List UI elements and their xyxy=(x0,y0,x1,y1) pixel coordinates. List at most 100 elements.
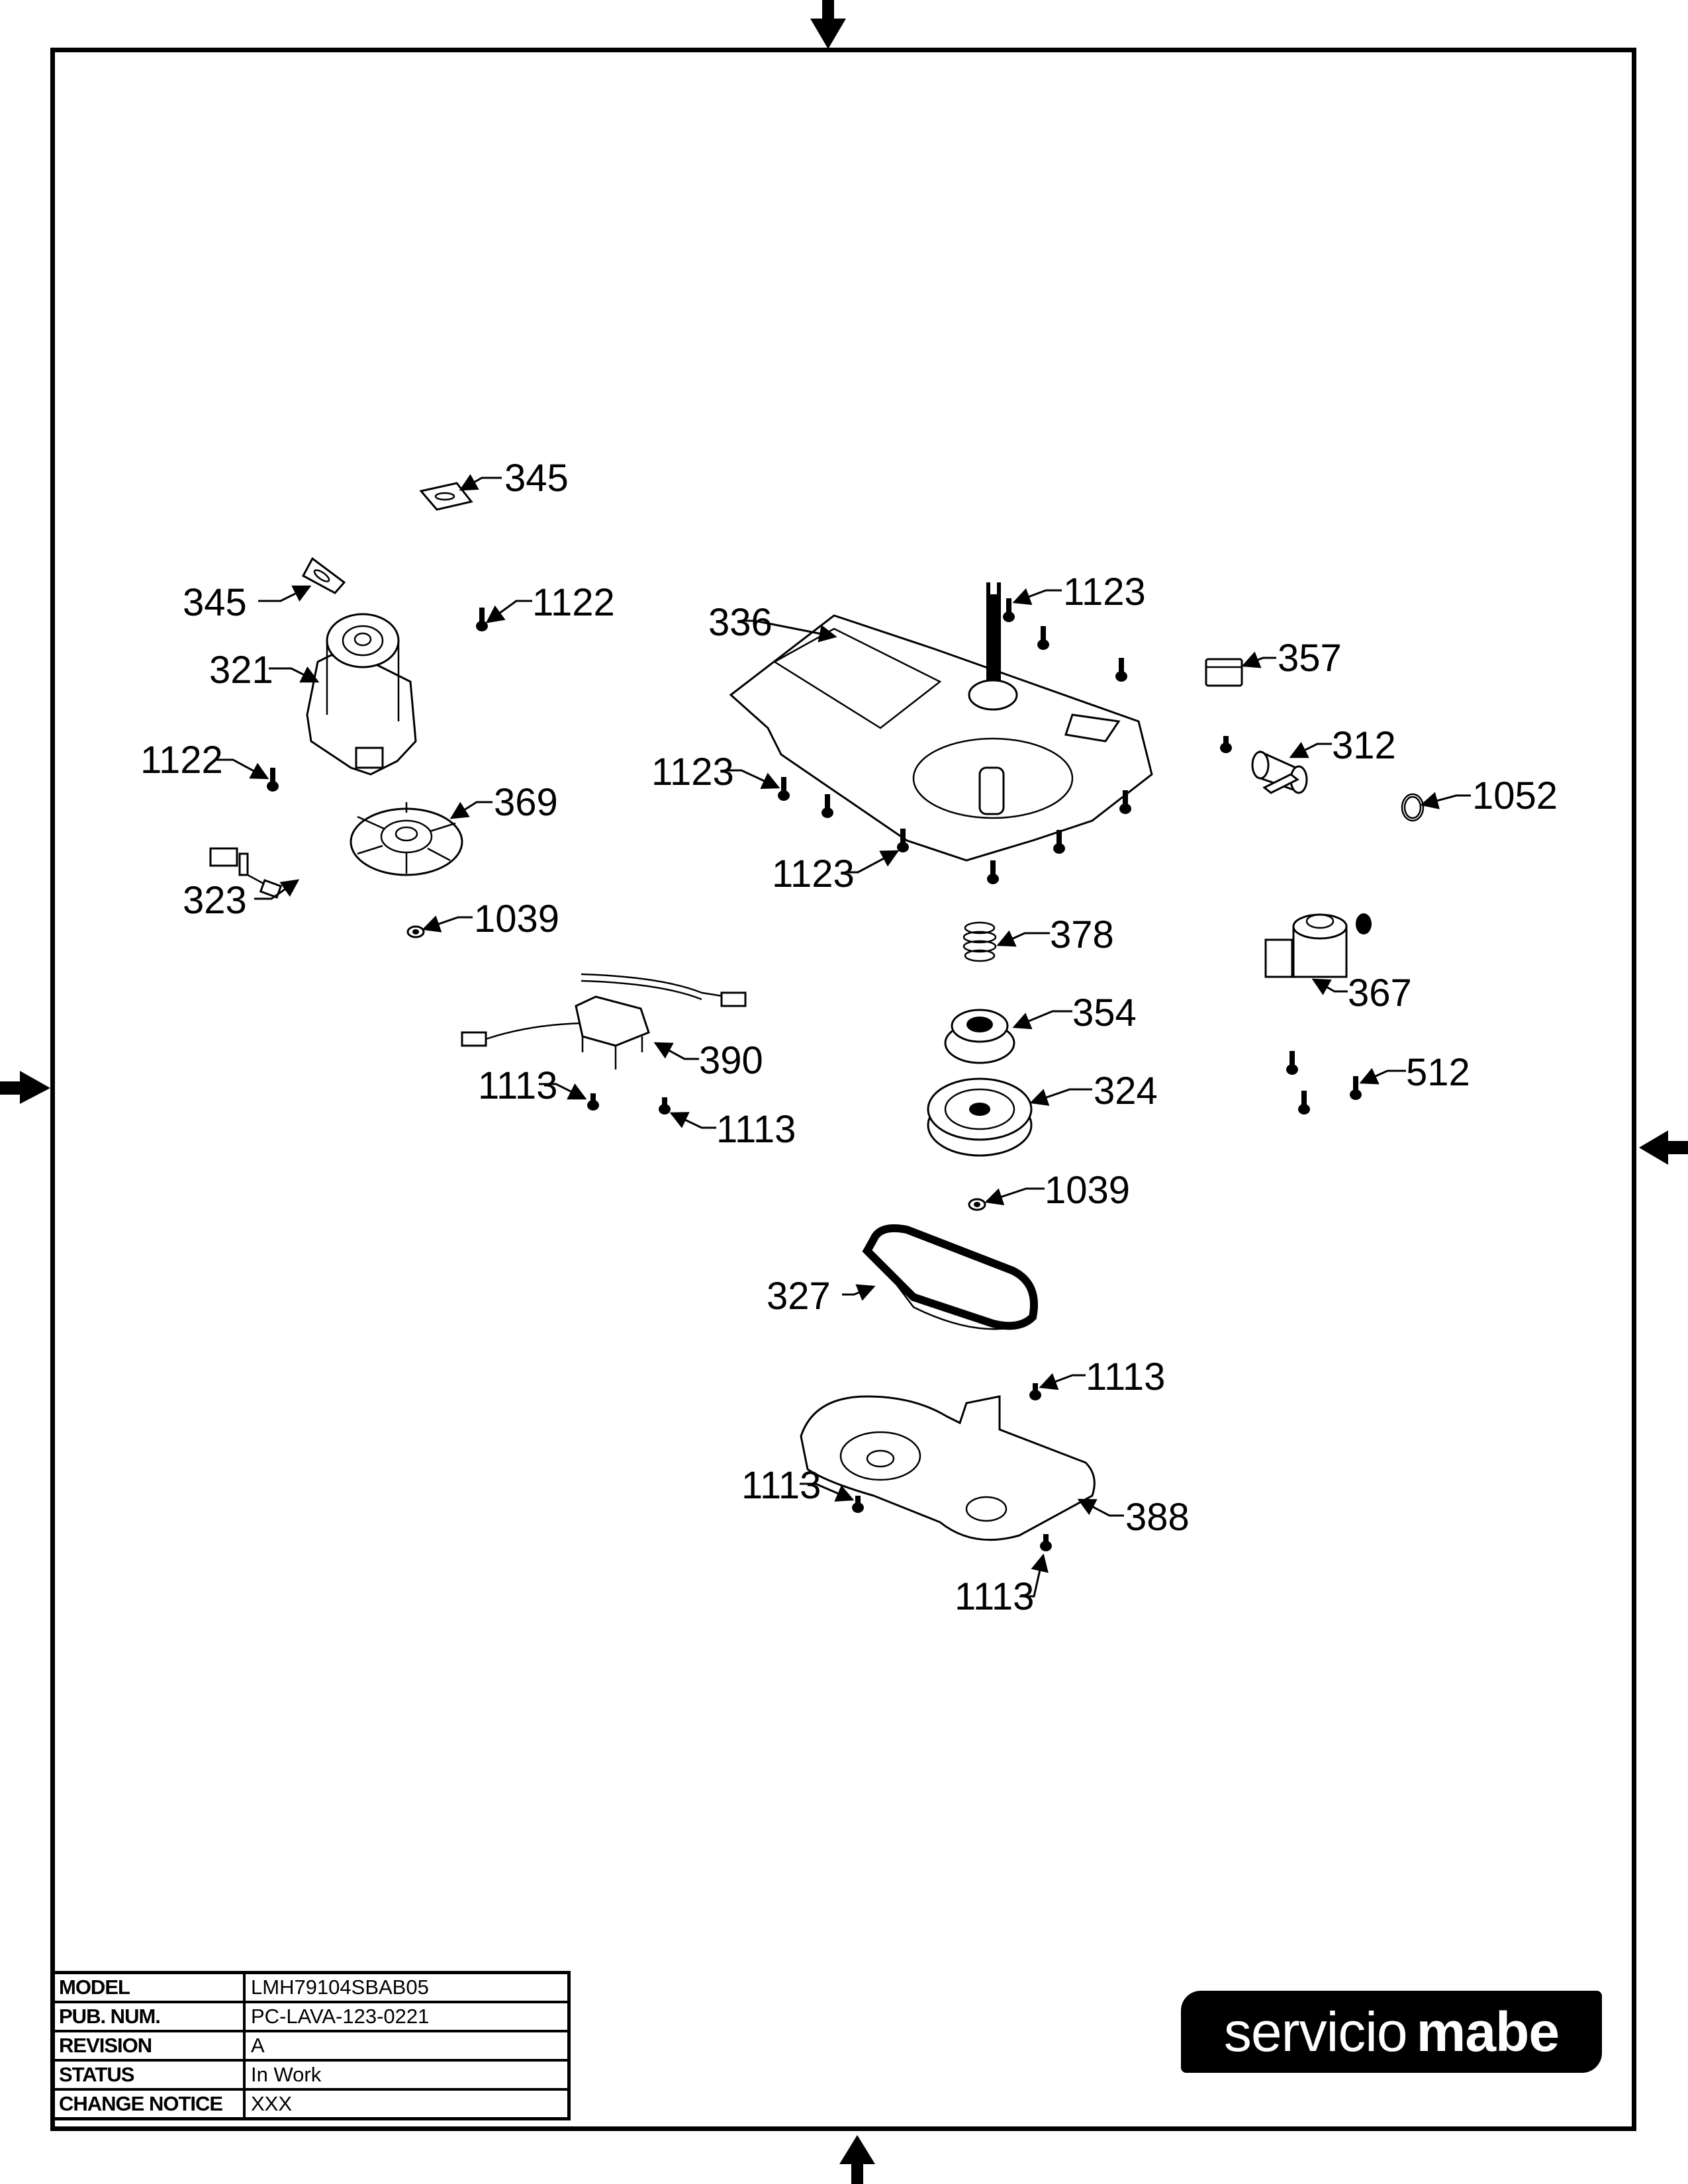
pubnum-value: PC-LAVA-123-0221 xyxy=(243,2001,571,2032)
callout-label: 323 xyxy=(183,879,247,922)
arrow-left-icon xyxy=(1639,1130,1688,1165)
title-key: CHANGE NOTICE xyxy=(50,2088,246,2120)
screw-1113 xyxy=(587,1093,599,1111)
screw-512 xyxy=(1350,1076,1362,1100)
callout-1123c: 1123 xyxy=(772,850,900,895)
title-row-change-notice: CHANGE NOTICE XXX xyxy=(50,2088,571,2120)
brand-logo: servicio mabe xyxy=(1181,1991,1602,2073)
motor-harness xyxy=(209,847,283,899)
callout-312: 312 xyxy=(1289,724,1396,767)
callout-369: 369 xyxy=(449,781,558,824)
callout-label: 1123 xyxy=(651,751,734,794)
arrow-right-icon xyxy=(0,1071,50,1104)
callout-1113e: 1113 xyxy=(955,1553,1049,1618)
screw-1123 xyxy=(1037,626,1049,650)
callout-1113d: 1113 xyxy=(741,1464,855,1507)
callout-327: 327 xyxy=(767,1275,876,1318)
screw-1123 xyxy=(987,860,999,884)
callout-label: 1039 xyxy=(474,897,559,940)
change-notice-value: XXX xyxy=(243,2088,571,2120)
callout-label: 1113 xyxy=(1086,1355,1165,1398)
screw-1122-bottom xyxy=(267,768,279,792)
screw-1122-top xyxy=(476,608,488,631)
callout-label: 1122 xyxy=(532,581,615,624)
callout-label: 327 xyxy=(767,1275,831,1318)
callout-1039b: 1039 xyxy=(984,1169,1130,1212)
callout-label: 1113 xyxy=(478,1064,557,1107)
callout-label: 357 xyxy=(1278,637,1342,680)
screw-1113 xyxy=(852,1496,864,1513)
callout-1052: 1052 xyxy=(1420,774,1558,817)
status-value: In Work xyxy=(243,2059,571,2091)
clutch-gear xyxy=(944,1009,1015,1064)
screw-small xyxy=(1220,736,1232,753)
model-value: LMH79104SBAB05 xyxy=(243,1971,571,2003)
callout-1123a: 1123 xyxy=(1012,570,1146,614)
callout-label: 336 xyxy=(708,601,773,644)
arrow-down-icon xyxy=(810,0,846,49)
motor-pad-lower xyxy=(301,557,346,594)
callout-label: 1039 xyxy=(1045,1169,1130,1212)
title-key: REVISION xyxy=(50,2030,246,2062)
callout-label: 1113 xyxy=(716,1108,796,1151)
screw-1113 xyxy=(659,1097,671,1115)
callout-label: 378 xyxy=(1050,913,1114,956)
drive-motor xyxy=(306,613,417,776)
screw-512 xyxy=(1286,1051,1298,1075)
callout-label: 367 xyxy=(1348,972,1412,1015)
screw-1113 xyxy=(1040,1534,1052,1551)
callout-324: 324 xyxy=(1029,1069,1158,1113)
title-block: MODEL LMH79104SBAB05 PUB. NUM. PC-LAVA-1… xyxy=(50,1971,571,2120)
callout-label: 390 xyxy=(699,1039,763,1082)
screw-1123 xyxy=(1003,598,1015,622)
callout-label: 1123 xyxy=(1063,570,1146,614)
motor-pad-upper xyxy=(419,482,473,511)
callout-357: 357 xyxy=(1241,637,1342,680)
callout-378: 378 xyxy=(996,913,1114,956)
callout-336: 336 xyxy=(708,601,837,644)
logo-text-servicio: servicio xyxy=(1223,2000,1408,2063)
callout-1113c: 1113 xyxy=(1039,1355,1165,1398)
drive-pulley xyxy=(927,1077,1033,1157)
callout-388: 388 xyxy=(1077,1496,1190,1539)
callout-323: 323 xyxy=(183,879,300,922)
callout-1113b: 1113 xyxy=(669,1108,796,1151)
callout-390: 390 xyxy=(653,1039,763,1082)
callout-label: 345 xyxy=(504,457,569,500)
callout-345a: 345 xyxy=(459,457,569,500)
title-key: STATUS xyxy=(50,2059,246,2091)
title-key: MODEL xyxy=(50,1971,246,2003)
logo-text-mabe: mabe xyxy=(1416,2000,1560,2063)
callout-1039a: 1039 xyxy=(422,897,559,940)
callout-label: 354 xyxy=(1072,991,1137,1034)
drawing-frame xyxy=(50,48,1636,2131)
spring xyxy=(962,921,997,962)
arrow-up-icon xyxy=(839,2135,875,2184)
screw-1123 xyxy=(778,777,790,801)
title-row-pubnum: PUB. NUM. PC-LAVA-123-0221 xyxy=(50,2001,571,2032)
callout-label: 1052 xyxy=(1472,774,1558,817)
callout-label: 1123 xyxy=(772,852,855,895)
capacitor-bracket xyxy=(1205,658,1243,687)
title-row-status: STATUS In Work xyxy=(50,2059,571,2091)
revision-value: A xyxy=(243,2030,571,2062)
callout-label: 369 xyxy=(494,781,558,824)
callout-367: 367 xyxy=(1311,972,1412,1015)
drain-pump xyxy=(1264,913,1372,978)
callout-label: 324 xyxy=(1094,1069,1158,1113)
callout-1122b: 1122 xyxy=(140,739,269,782)
screw-512 xyxy=(1298,1091,1310,1115)
screw-1123 xyxy=(821,794,833,818)
motor-fan-pulley xyxy=(350,802,463,876)
title-row-revision: REVISION A xyxy=(50,2030,571,2062)
callout-label: 1113 xyxy=(955,1575,1034,1618)
capacitor xyxy=(1251,750,1308,794)
callout-label: 1122 xyxy=(140,739,223,782)
callout-512: 512 xyxy=(1359,1051,1470,1094)
nut-1039-upper xyxy=(406,925,425,938)
callout-label: 345 xyxy=(183,581,247,624)
nut-1039-lower xyxy=(968,1198,986,1211)
callout-1113a: 1113 xyxy=(478,1064,587,1107)
belt-guard xyxy=(800,1395,1096,1541)
